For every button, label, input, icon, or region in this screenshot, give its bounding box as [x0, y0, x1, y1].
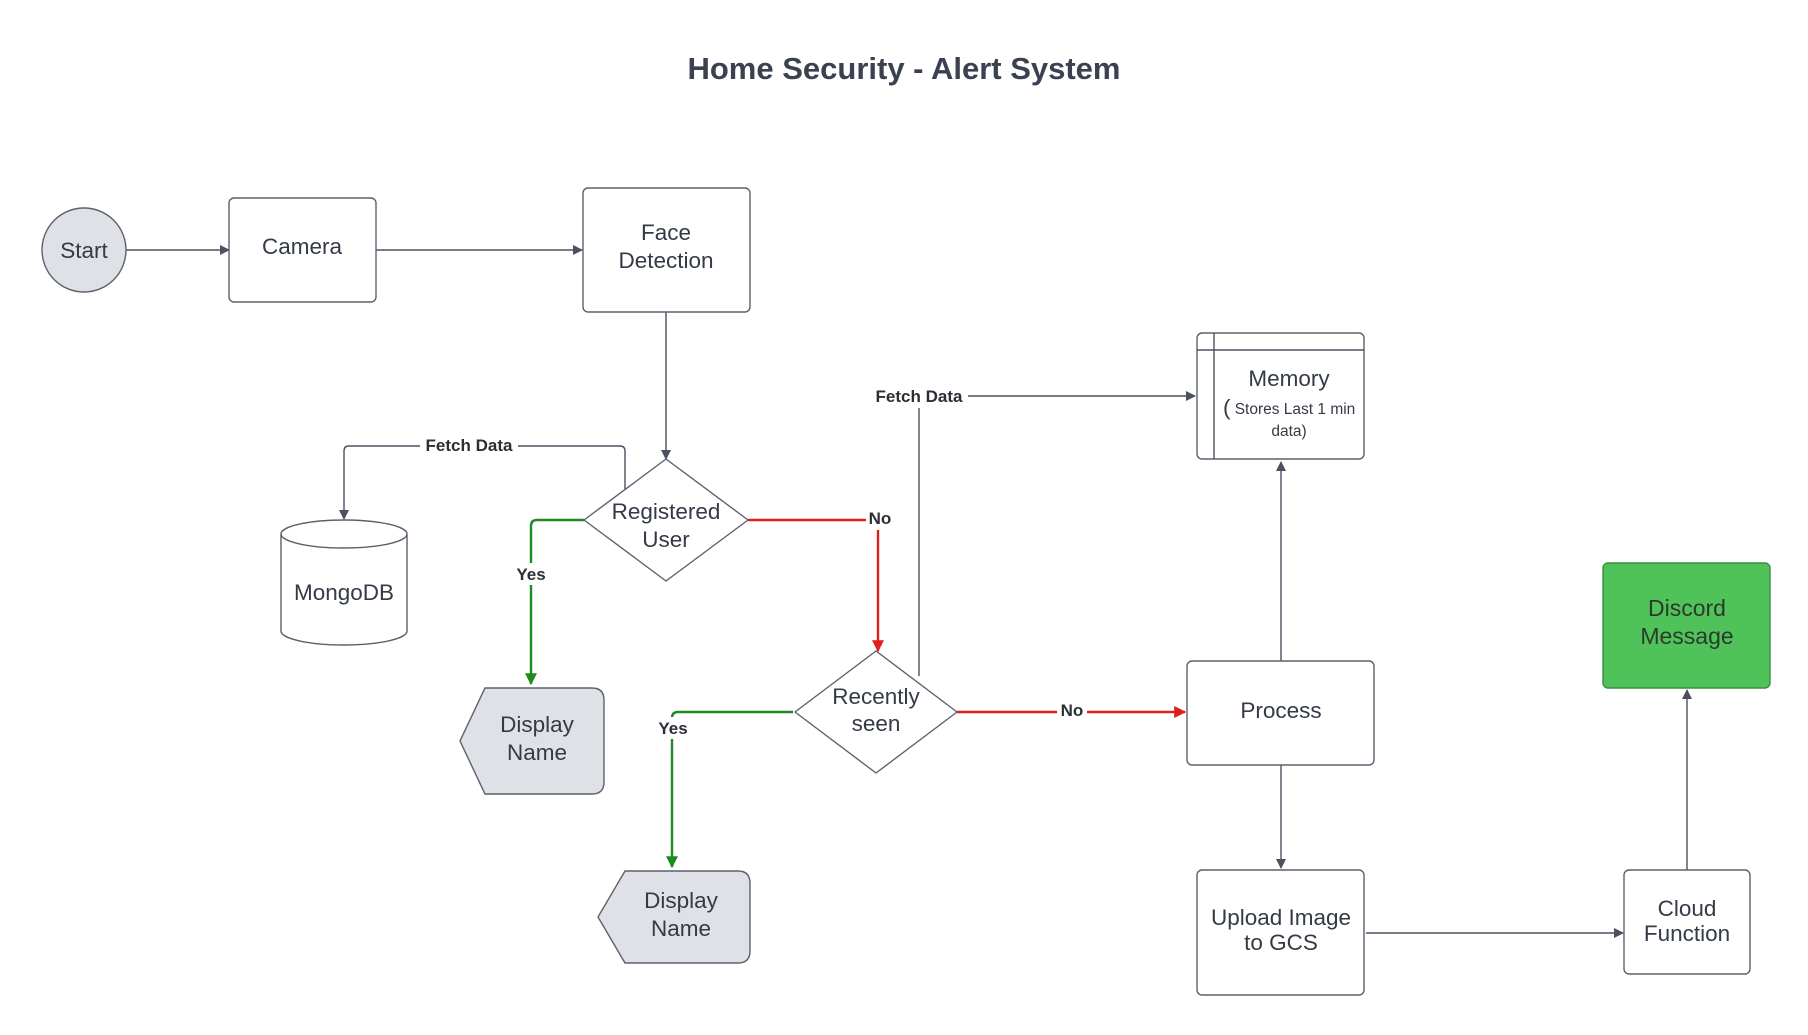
- registered-user-decision: Registered User: [583, 458, 749, 582]
- face-detection-node: Face Detection: [582, 187, 751, 313]
- display-name-node-1: Display Name: [459, 687, 605, 795]
- svg-text:Discord: Discord: [1648, 595, 1726, 621]
- edge-registered-yes: [525, 518, 584, 686]
- svg-text:No: No: [869, 509, 892, 528]
- svg-text:No: No: [1061, 701, 1084, 720]
- svg-text:(: (: [1223, 395, 1231, 420]
- svg-text:Yes: Yes: [516, 565, 545, 584]
- edge-label-no-recent: No: [1057, 700, 1087, 722]
- svg-text:Camera: Camera: [262, 234, 343, 259]
- svg-text:Name: Name: [507, 740, 567, 765]
- edge-label-yes-recent: Yes: [656, 717, 690, 739]
- svg-text:seen: seen: [852, 711, 901, 736]
- edge-registered-mongodb: [339, 445, 626, 520]
- start-node: Start: [41, 207, 127, 293]
- svg-text:Face: Face: [641, 220, 691, 245]
- upload-image-node: Upload Image to GCS: [1196, 869, 1365, 996]
- edge-recent-memory: [918, 391, 1196, 676]
- display-name-node-2: Display Name: [597, 870, 751, 964]
- camera-node: Camera: [228, 197, 377, 303]
- svg-text:Cloud: Cloud: [1658, 896, 1717, 921]
- svg-text:User: User: [642, 527, 690, 552]
- svg-text:Name: Name: [651, 916, 711, 941]
- edge-label-yes-registered: Yes: [514, 563, 548, 585]
- svg-text:Fetch Data: Fetch Data: [426, 436, 513, 455]
- svg-text:Memory: Memory: [1248, 366, 1330, 391]
- svg-text:Message: Message: [1640, 623, 1733, 649]
- edge-label-no-registered: No: [866, 508, 892, 530]
- mongodb-database: MongoDB: [280, 519, 408, 646]
- edge-registered-no: [748, 518, 884, 653]
- svg-text:MongoDB: MongoDB: [294, 580, 394, 605]
- process-node: Process: [1186, 660, 1375, 766]
- svg-text:Recently: Recently: [832, 684, 920, 709]
- svg-text:Display: Display: [644, 888, 719, 913]
- discord-message-node: Discord Message: [1602, 562, 1771, 689]
- cloud-function-node: Cloud Function: [1623, 869, 1751, 975]
- edge-recent-yes: [666, 710, 793, 869]
- svg-text:to GCS: to GCS: [1244, 930, 1318, 955]
- svg-text:Registered: Registered: [612, 499, 721, 524]
- edge-label-fetch-data-mongo: Fetch Data: [420, 434, 518, 456]
- edge-label-fetch-data-memory: Fetch Data: [868, 386, 968, 408]
- svg-text:Fetch Data: Fetch Data: [876, 387, 963, 406]
- svg-text:Stores Last 1 min: Stores Last 1 min: [1235, 401, 1356, 418]
- svg-text:Process: Process: [1240, 698, 1321, 723]
- svg-text:Yes: Yes: [658, 719, 687, 738]
- recently-seen-decision: Recently seen: [794, 650, 958, 774]
- svg-text:Detection: Detection: [618, 248, 713, 273]
- svg-text:Function: Function: [1644, 921, 1730, 946]
- svg-text:data): data): [1271, 423, 1306, 440]
- memory-node: Memory ( Stores Last 1 min data): [1196, 332, 1365, 460]
- svg-text:Display: Display: [500, 712, 575, 737]
- svg-text:Upload Image: Upload Image: [1211, 905, 1351, 930]
- svg-text:Start: Start: [60, 238, 108, 263]
- diagram-title: Home Security - Alert System: [687, 51, 1120, 86]
